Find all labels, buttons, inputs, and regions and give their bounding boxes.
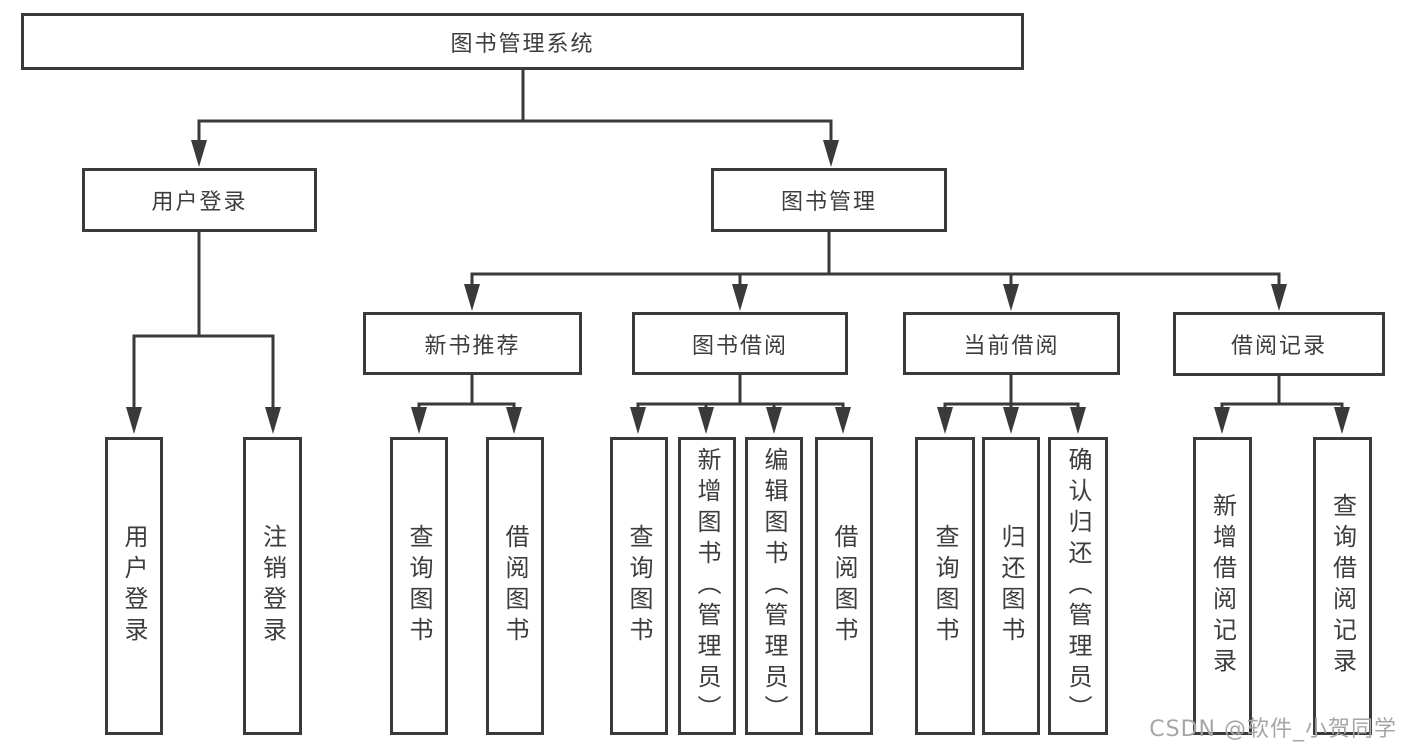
- node-book-borrowing-label: 图书借阅: [691, 333, 788, 359]
- leaf-query-books-recommend: 查询图书: [390, 437, 448, 735]
- leaf-add-borrow-record-label: 新增借阅记录: [1208, 493, 1237, 679]
- leaf-user-login: 用户登录: [105, 437, 163, 735]
- leaf-borrow-books-borrowing: 借阅图书: [815, 437, 873, 735]
- node-book-borrowing: 图书借阅: [632, 312, 848, 375]
- leaf-borrow-books-recommend-label: 借阅图书: [501, 524, 529, 648]
- node-root-label: 图书管理系统: [450, 31, 595, 57]
- leaf-query-books-borrowing-label: 查询图书: [625, 524, 653, 648]
- node-new-book-recommend: 新书推荐: [363, 312, 582, 375]
- leaf-borrow-books-recommend: 借阅图书: [486, 437, 544, 735]
- leaf-return-book-label: 归还图书: [997, 524, 1025, 648]
- node-borrow-records-label: 借阅记录: [1230, 334, 1327, 359]
- leaf-confirm-return-admin-label: 确认归还（管理员）: [1064, 446, 1092, 726]
- leaf-query-borrow-record: 查询借阅记录: [1313, 437, 1372, 735]
- node-borrow-records: 借阅记录: [1173, 312, 1385, 376]
- watermark: CSDN @软件_小贺同学: [1149, 717, 1397, 742]
- leaf-query-books-borrowing: 查询图书: [610, 437, 668, 735]
- leaf-query-books-current: 查询图书: [915, 437, 975, 735]
- leaf-query-books-current-label: 查询图书: [931, 524, 959, 648]
- node-root: 图书管理系统: [21, 13, 1024, 70]
- node-user-login-label: 用户登录: [151, 190, 248, 215]
- leaf-logout-label: 注销登录: [258, 524, 287, 648]
- node-current-borrowing: 当前借阅: [903, 312, 1120, 375]
- leaf-edit-book-admin: 编辑图书（管理员）: [745, 437, 803, 735]
- leaf-query-books-recommend-label: 查询图书: [405, 524, 433, 648]
- leaf-return-book: 归还图书: [982, 437, 1040, 735]
- leaf-borrow-books-borrowing-label: 借阅图书: [830, 524, 858, 648]
- node-new-book-recommend-label: 新书推荐: [424, 333, 521, 359]
- leaf-add-book-admin: 新增图书（管理员）: [678, 437, 736, 735]
- leaf-add-borrow-record: 新增借阅记录: [1193, 437, 1252, 735]
- leaf-confirm-return-admin: 确认归还（管理员）: [1048, 437, 1108, 735]
- node-book-management-label: 图书管理: [780, 190, 877, 215]
- node-book-management: 图书管理: [711, 168, 947, 232]
- leaf-query-borrow-record-label: 查询借阅记录: [1328, 493, 1357, 679]
- leaf-edit-book-admin-label: 编辑图书（管理员）: [760, 446, 788, 726]
- node-user-login: 用户登录: [82, 168, 317, 232]
- leaf-logout: 注销登录: [243, 437, 302, 735]
- leaf-add-book-admin-label: 新增图书（管理员）: [693, 446, 721, 726]
- leaf-user-login-label: 用户登录: [120, 524, 148, 648]
- node-current-borrowing-label: 当前借阅: [963, 333, 1060, 359]
